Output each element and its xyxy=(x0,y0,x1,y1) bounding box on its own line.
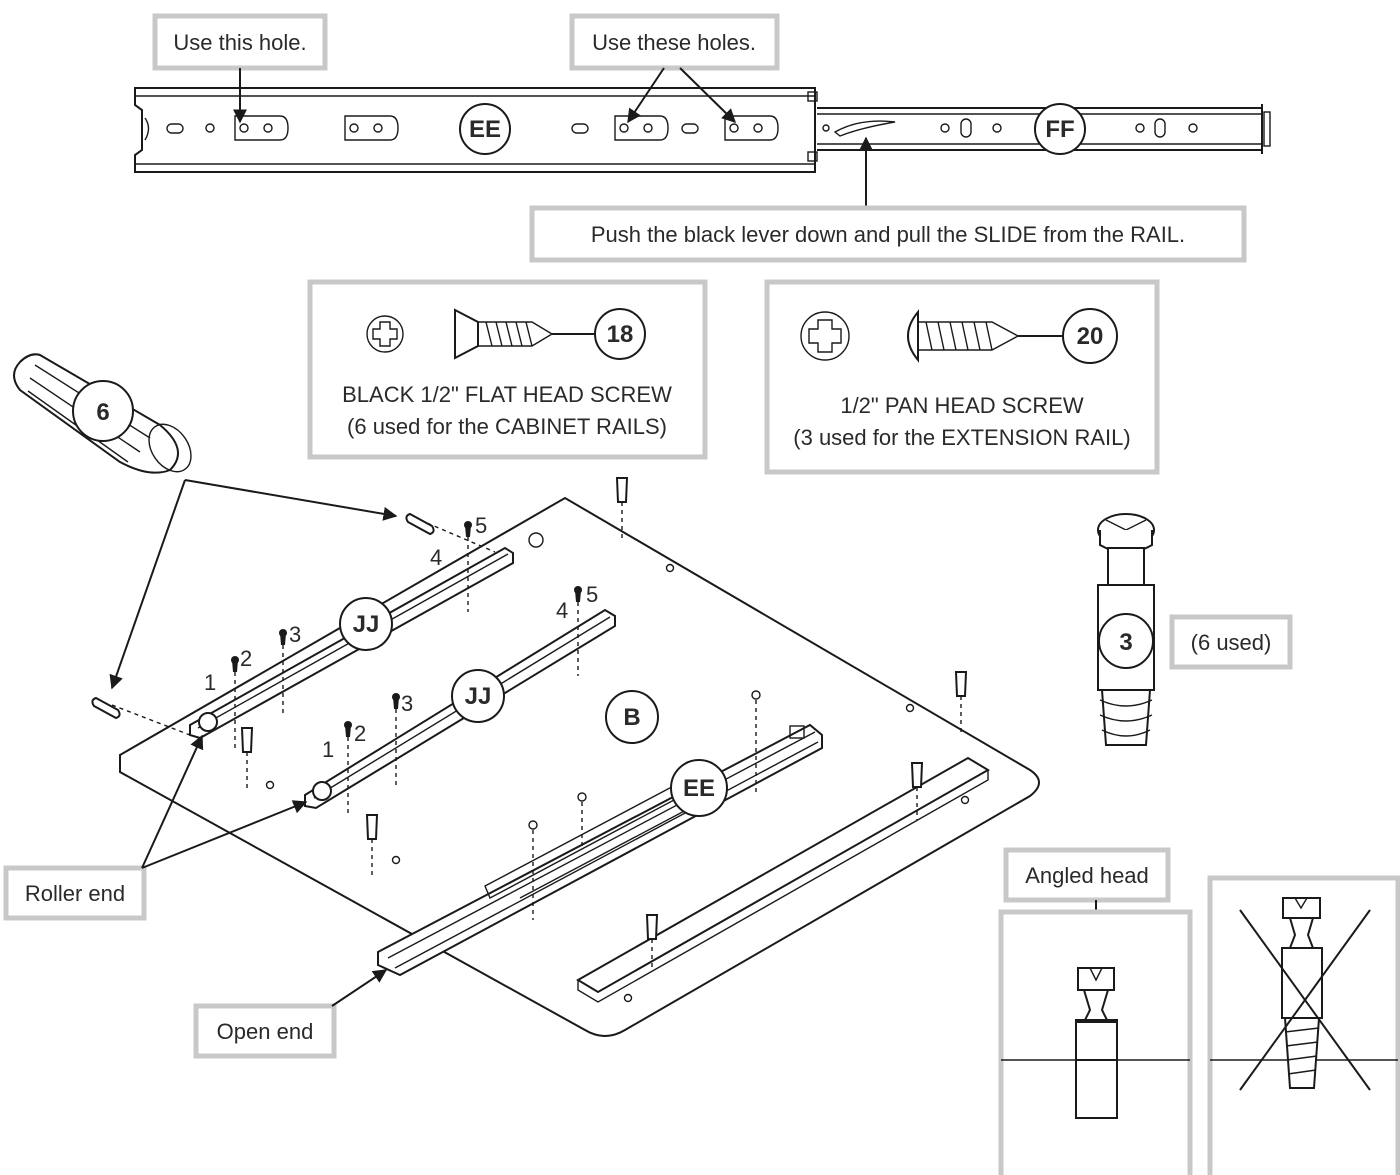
part-label-ff: FF xyxy=(1045,116,1074,143)
callout-text: (6 used) xyxy=(1191,630,1272,655)
legend-line-1: 1/2" PAN HEAD SCREW xyxy=(840,393,1084,418)
callout-text: Open end xyxy=(217,1019,314,1044)
screw-order-3: 3 xyxy=(289,622,301,647)
part-id-3: 3 xyxy=(1119,629,1132,656)
callout-six-used: (6 used) xyxy=(1169,614,1293,670)
callout-text: Roller end xyxy=(25,881,125,906)
drawer-slide-illustration xyxy=(134,87,1271,173)
arrow xyxy=(679,67,736,123)
callout-text: Angled head xyxy=(1025,863,1149,888)
arrow xyxy=(141,734,204,869)
part-id-18: 18 xyxy=(607,321,634,348)
part-label-b: B xyxy=(623,704,640,731)
screw-order-2: 2 xyxy=(240,646,252,671)
arrow xyxy=(331,969,388,1007)
screw-order-1: 1 xyxy=(204,670,216,695)
arrow xyxy=(627,67,665,124)
callout-roller-end: Roller end xyxy=(3,865,147,921)
part-badge-ee-panel: EE xyxy=(670,759,728,817)
callout-angled-head: Angled head xyxy=(1003,847,1171,903)
screw-order-4: 4 xyxy=(430,545,442,570)
part-id-20: 20 xyxy=(1077,323,1104,350)
callout-use-this-hole: Use this hole. xyxy=(152,13,328,71)
part-badge-jj-2: JJ xyxy=(451,669,505,723)
arrow xyxy=(109,479,186,690)
cam-bolt-part-3: 3 xyxy=(1097,513,1155,746)
callout-text: Use these holes. xyxy=(592,30,756,55)
part-label-ee: EE xyxy=(469,116,501,143)
dowel-pin xyxy=(405,512,435,536)
screw-order-5: 5 xyxy=(475,513,487,538)
callout-use-these-holes: Use these holes. xyxy=(569,13,780,71)
part-badge-ff: FF xyxy=(1034,103,1086,155)
legend-pan-head-screw: 20 1/2" PAN HEAD SCREW (3 used for the E… xyxy=(764,279,1160,475)
dowel-pin xyxy=(91,696,121,720)
legend-flat-head-screw: 18 BLACK 1/2" FLAT HEAD SCREW (6 used fo… xyxy=(307,279,708,460)
phillips-head-icon xyxy=(366,315,404,353)
screw-order-2: 2 xyxy=(354,721,366,746)
screw-order-4: 4 xyxy=(556,598,568,623)
callout-push-lever: Push the black lever down and pull the S… xyxy=(529,205,1247,263)
screw-order-labels: 1 2 3 4 5 1 2 3 4 5 xyxy=(204,513,598,762)
legend-line-2: (3 used for the EXTENSION RAIL) xyxy=(793,425,1130,450)
callout-text: Use this hole. xyxy=(173,30,306,55)
dowel-part-6: 6 xyxy=(13,353,192,474)
part-id-6: 6 xyxy=(96,399,109,426)
phillips-head-icon xyxy=(800,311,850,361)
legend-line-2: (6 used for the CABINET RAILS) xyxy=(347,414,667,439)
part-label-ee: EE xyxy=(683,775,715,802)
cross-out-icon xyxy=(1239,909,1371,1091)
part-label-jj: JJ xyxy=(353,611,380,638)
arrow xyxy=(141,800,308,869)
screw-order-1: 1 xyxy=(322,737,334,762)
part-label-jj: JJ xyxy=(465,683,492,710)
part-badge-jj-1: JJ xyxy=(339,597,393,651)
screw-order-5: 5 xyxy=(586,582,598,607)
callout-text: Push the black lever down and pull the S… xyxy=(591,222,1185,247)
callout-open-end: Open end xyxy=(193,1003,337,1059)
panel-b xyxy=(119,496,1040,1037)
incorrect-installation-panel xyxy=(1207,875,1400,1175)
legend-line-1: BLACK 1/2" FLAT HEAD SCREW xyxy=(342,382,672,407)
screw-order-3: 3 xyxy=(401,691,413,716)
part-badge-b: B xyxy=(605,690,659,744)
correct-installation-panel xyxy=(998,909,1193,1175)
screw-markers xyxy=(231,477,968,970)
arrow xyxy=(184,479,398,521)
part-badge-ee-top: EE xyxy=(459,103,511,155)
